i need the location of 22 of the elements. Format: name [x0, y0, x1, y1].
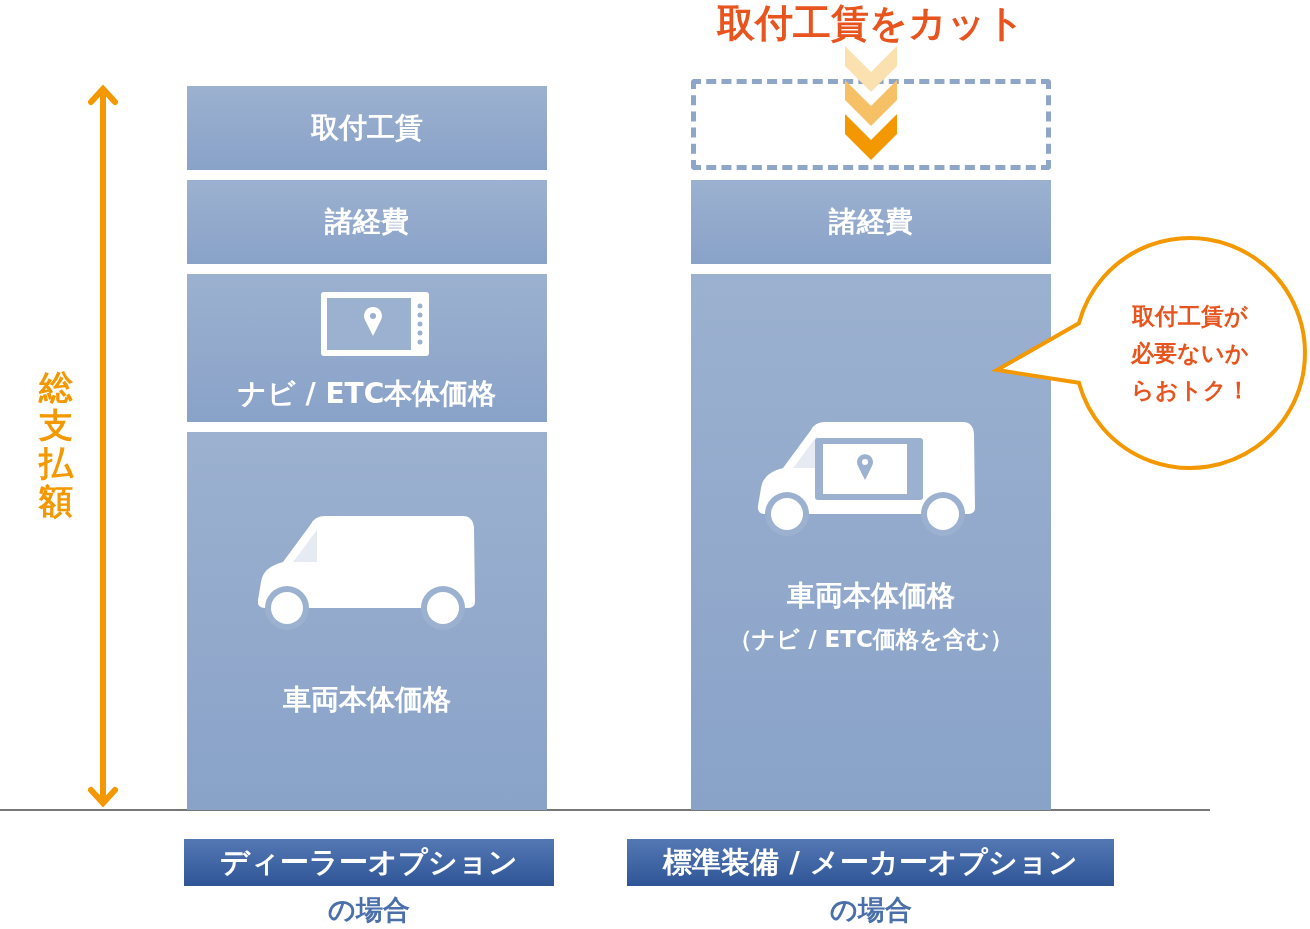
axis-label: 総支払額 [37, 368, 75, 520]
caption-text: の場合 [327, 893, 411, 927]
cost-block [691, 180, 1051, 264]
banner-text: 標準装備 / メーカーオプション [663, 843, 1078, 881]
block-label: 車両本体価格 [282, 681, 452, 718]
category-banner [627, 839, 1114, 886]
cost-block [187, 180, 547, 264]
cost-block [691, 274, 1051, 810]
bubble-text: 取付工賃が必要ないからおトク！ [1129, 302, 1251, 405]
block-label: 車両本体価格 [786, 577, 956, 614]
category-banner [184, 839, 554, 886]
banner-text: ディーラーオプション [220, 843, 518, 881]
block-label: 取付工賃 [309, 109, 424, 146]
note-text: （ナビ / ETC価格を含む） [728, 625, 1014, 655]
block-label: 諸経費 [827, 203, 914, 240]
cost-block [187, 86, 547, 170]
cost-block [187, 274, 547, 422]
block-label: ナビ / ETC本体価格 [236, 375, 498, 412]
heading-text: 取付工賃をカット [715, 0, 1026, 47]
cost-block [187, 432, 547, 810]
caption-text: の場合 [828, 893, 913, 927]
block-label: 諸経費 [323, 203, 410, 240]
